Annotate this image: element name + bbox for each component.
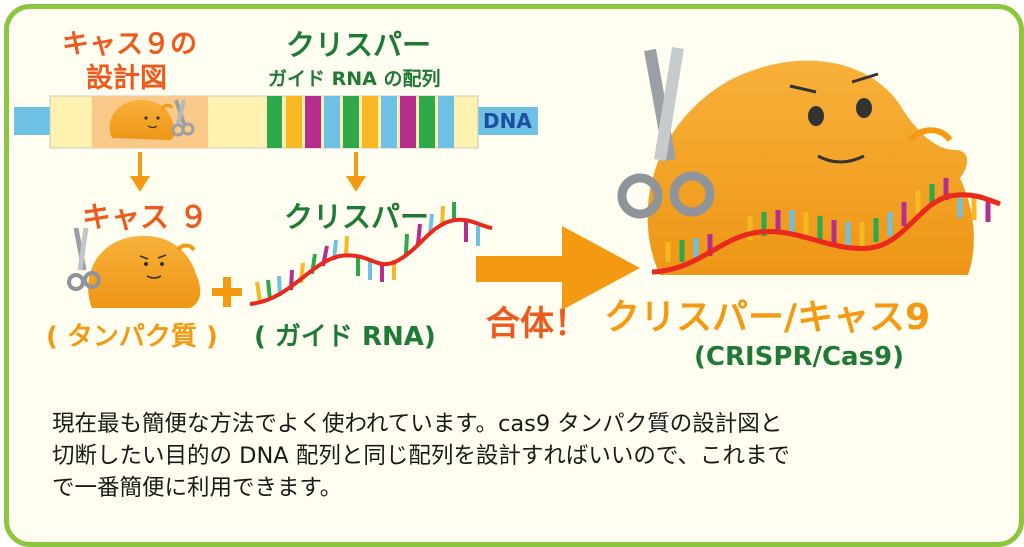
cas9-blob-icon [88,235,201,308]
guide-rna-strand [249,202,493,306]
result-subtitle: (CRISPR/Cas9) [694,342,905,372]
dna-bar [14,95,538,149]
cas9-label: キャス ９ [82,200,209,234]
caption-line: 切断したい目的の DNA 配列と同じ配列を設計すればいいので、これまで [52,443,790,469]
guide-rna-label: ( ガイド RNA) [254,322,436,352]
scissors-icon [171,99,195,137]
arrow-down-icon [346,152,366,192]
combine-label: 合体！ [486,304,588,344]
arrow-down-icon [130,152,150,192]
result-title: クリスパー/キャス9 [604,297,931,338]
caption-text: 現在最も簡便な方法でよく使われています。cas9 タンパク質の設計図と 切断した… [52,408,972,504]
arrow-right-icon [476,226,640,310]
guide-rna-sequence-label: ガイド RNA の配列 [268,68,441,90]
cas9-blueprint-label-2: 設計図 [86,63,167,94]
caption-line: で一番簡便に利用できます。 [52,475,343,501]
dna-label: DNA [483,109,532,133]
plus-sign [212,277,242,307]
bound-rna-strand [651,178,1001,275]
crispr-label: クリスパー [284,200,430,234]
protein-label: ( タンパク質 ) [46,322,218,352]
caption-line: 現在最も簡便な方法でよく使われています。cas9 タンパク質の設計図と [52,411,783,437]
cas9-blueprint-label: キャス９の [62,29,197,60]
crispr-label-top: クリスパー [286,28,432,62]
scissors-icon [67,227,101,291]
scissors-icon [617,47,715,219]
cas9-blob-icon [109,100,175,140]
